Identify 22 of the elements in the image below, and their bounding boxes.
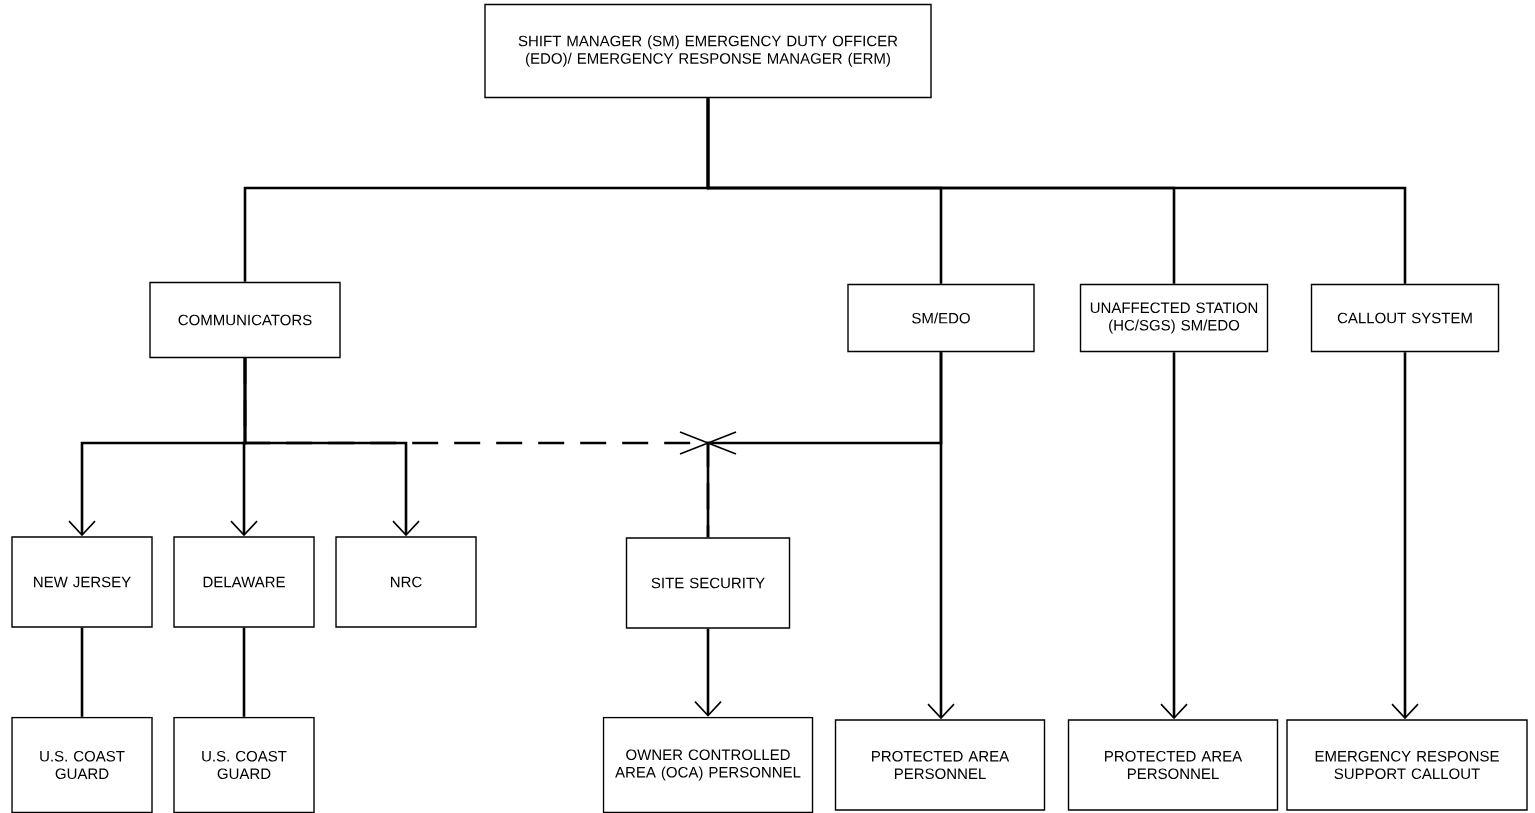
arrow	[1391, 352, 1419, 720]
arrow	[927, 352, 955, 720]
org-box: COMMUNICATORS	[149, 281, 341, 359]
org-box: U.S. COAST GUARD	[173, 716, 315, 813]
connector-line	[706, 98, 1407, 284]
org-box: EMERGENCY RESPONSE SUPPORT CALLOUT	[1286, 719, 1528, 811]
connector-line	[80, 627, 84, 717]
org-box: DELAWARE	[173, 536, 315, 628]
org-box: OWNER CONTROLLED AREA (OCA) PERSONNEL	[602, 716, 814, 813]
org-box: SHIFT MANAGER (SM) EMERGENCY DUTY OFFICER (EDO)/ EMERGENCY RESPONSE MANAGER (ERM)	[484, 3, 932, 99]
org-box: SITE SECURITY	[625, 537, 791, 629]
org-box: U.S. COAST GUARD	[11, 716, 153, 813]
org-box: SM/EDO	[847, 283, 1035, 353]
org-box: UNAFFECTED STATION (HC/SGS) SM/EDO	[1079, 283, 1269, 353]
org-box: PROTECTED AREA PERSONNEL	[834, 719, 1046, 811]
arrow	[694, 628, 722, 717]
org-box: NRC	[335, 536, 477, 628]
connector-line	[242, 627, 246, 717]
org-box: CALLOUT SYSTEM	[1310, 283, 1500, 353]
arrow	[1160, 352, 1188, 720]
org-box: NEW JERSEY	[11, 536, 153, 628]
org-box: PROTECTED AREA PERSONNEL	[1067, 719, 1279, 811]
